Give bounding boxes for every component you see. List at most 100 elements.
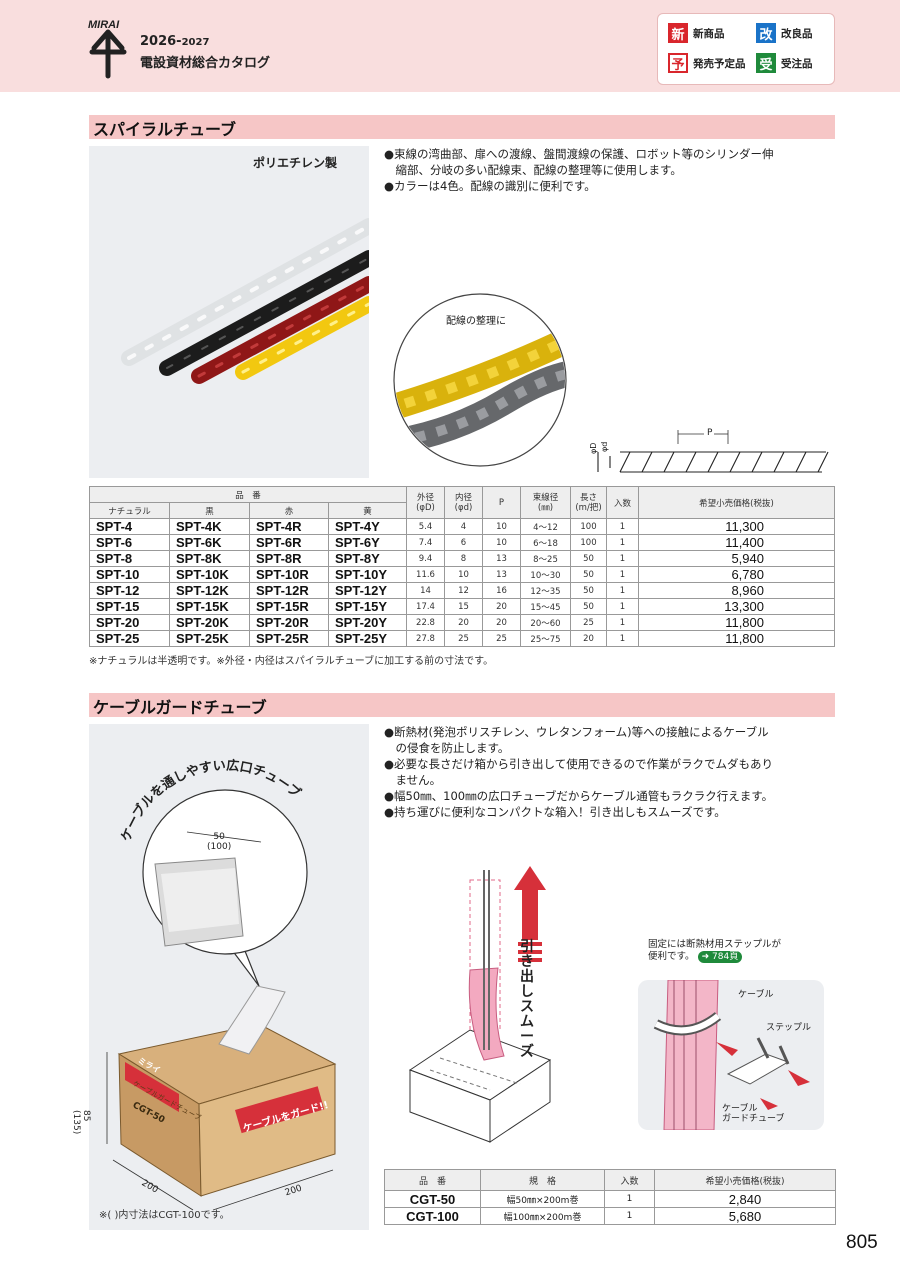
table-cell: SPT-15Y	[328, 598, 407, 615]
table-cell: 11,400	[638, 534, 835, 551]
table-cell: SPT-6	[89, 534, 170, 551]
callout-tube: ケーブル ガードチューブ	[722, 1104, 784, 1124]
table-cell: CGT-100	[384, 1207, 481, 1225]
col-header: 希望小売価格(税抜)	[654, 1169, 836, 1191]
table-cell: SPT-15K	[169, 598, 250, 615]
table-cell: SPT-6Y	[328, 534, 407, 551]
table-cell: 8〜25	[520, 550, 571, 567]
table-cell: 4	[444, 518, 483, 535]
spiral-features: ●束線の湾曲部、扉への渡線、盤間渡線の保護、ロボット等のシリンダー伸 縮部、分岐…	[384, 146, 836, 194]
col-header: 品 番	[384, 1169, 481, 1191]
table-cell: 20	[482, 598, 521, 615]
table-cell: 20〜60	[520, 614, 571, 631]
table-cell: 22.8	[406, 614, 445, 631]
section-title: ケーブルガードチューブ	[93, 698, 267, 717]
col-header: 内径 (φd)	[444, 486, 483, 519]
table-cell: 5,680	[654, 1207, 836, 1225]
col-header: 外径 (φD)	[406, 486, 445, 519]
new-badge-icon: 新	[668, 23, 688, 43]
catalog-title: 電設資材総合カタログ	[140, 56, 271, 71]
feature-line: ●断熱材(発泡ポリスチレン、ウレタンフォーム)等への接触によるケーブル	[384, 725, 769, 739]
table-cell: 1	[606, 630, 639, 647]
table-cell: CGT-50	[384, 1190, 481, 1208]
col-header: 黒	[169, 502, 250, 519]
table-cell: 1	[606, 518, 639, 535]
table-cell: 1	[604, 1207, 655, 1225]
photo-note: ※( )内寸法はCGT-100です。	[99, 1210, 230, 1221]
table-cell: 25	[482, 630, 521, 647]
table-cell: 50	[570, 566, 607, 583]
inner-diameter-label: φd	[600, 441, 609, 452]
table-cell: 20	[570, 630, 607, 647]
feature-line: ●必要な長さだけ箱から引き出して使用できるので作業がラクでムダもあり	[384, 757, 773, 771]
table-cell: 5.4	[406, 518, 445, 535]
table-cell: SPT-8R	[249, 550, 329, 567]
wiring-inset-circle	[393, 293, 567, 467]
table-cell: 11,800	[638, 614, 835, 631]
table-cell: 12〜35	[520, 582, 571, 599]
outer-diameter-label: φD	[589, 442, 598, 454]
table-cell: 幅100㎜×200m巻	[480, 1207, 605, 1225]
table-cell: 11,800	[638, 630, 835, 647]
material-label: ポリエチレン製	[253, 156, 338, 170]
table-cell: 25	[444, 630, 483, 647]
table-cell: SPT-20Y	[328, 614, 407, 631]
cable-guard-spec-table: 品 番 規 格 入数 希望小売価格(税抜) CGT-50 幅50㎜×200m巻 …	[384, 1169, 836, 1225]
table-cell: 4〜12	[520, 518, 571, 535]
legend-label: 新商品	[693, 27, 725, 40]
table-cell: 10	[482, 534, 521, 551]
col-header: 希望小売価格(税抜)	[638, 486, 835, 519]
table-cell: SPT-12K	[169, 582, 250, 599]
table-cell: 1	[606, 614, 639, 631]
table-cell: 15〜45	[520, 598, 571, 615]
spiral-product-photo: ポリエチレン製	[89, 146, 369, 478]
svg-text:MIRAI: MIRAI	[88, 19, 120, 31]
table-cell: 16	[482, 582, 521, 599]
pitch-label: P	[707, 428, 713, 438]
arrow-right-icon: ➜	[701, 952, 710, 962]
table-row: CGT-50 幅50㎜×200m巻 1 2,840	[384, 1190, 836, 1208]
table-cell: 5,940	[638, 550, 835, 567]
table-cell: 8,960	[638, 582, 835, 599]
cable-guard-section-header: ケーブルガードチューブ	[89, 693, 835, 717]
width-label: 50	[213, 832, 225, 842]
col-header: P	[482, 486, 521, 519]
col-header: 長さ (m/把)	[570, 486, 607, 519]
table-cell: 6,780	[638, 566, 835, 583]
page-ref-badge[interactable]: ➜ 784頁	[697, 951, 743, 963]
box-height-label: 85 (135)	[71, 1110, 91, 1134]
col-header: 赤	[249, 502, 329, 519]
table-cell: 100	[570, 518, 607, 535]
table-cell: 17.4	[406, 598, 445, 615]
table-cell: SPT-4R	[249, 518, 329, 535]
legend-label: 改良品	[781, 27, 813, 40]
mirai-logo: MIRAI	[88, 19, 127, 79]
table-cell: SPT-4	[89, 518, 170, 535]
group-header: 品 番	[89, 486, 407, 503]
legend-label: 受注品	[781, 57, 813, 70]
table-cell: 50	[570, 550, 607, 567]
col-header: 黄	[328, 502, 407, 519]
table-cell: SPT-10	[89, 566, 170, 583]
legend-upcoming: 予 発売予定品	[668, 53, 746, 73]
table-cell: 100	[570, 534, 607, 551]
table-cell: SPT-12	[89, 582, 170, 599]
table-cell: 幅50㎜×200m巻	[480, 1190, 605, 1208]
table-cell: 10	[482, 518, 521, 535]
table-cell: 25	[570, 614, 607, 631]
table-cell: 13	[482, 550, 521, 567]
staple-note: 固定には断熱材用ステップルが 便利です。 ➜ 784頁	[648, 939, 781, 963]
feature-line: 縮部、分岐の多い配線束、配線の整理等に使用します。	[384, 163, 682, 177]
spiral-spec-table: 品 番 外径 (φD) 内径 (φd) P 束線径 (㎜) 長さ (m/把) 入…	[89, 486, 835, 647]
col-header: 入数	[606, 486, 639, 519]
table-cell: 2,840	[654, 1190, 836, 1208]
spiral-note: ※ナチュラルは半透明です。※外径・内径はスパイラルチューブに加工する前の寸法です…	[89, 656, 494, 667]
legend-new: 新 新商品	[668, 23, 725, 43]
feature-line: ●カラーは4色。配線の識別に便利です。	[384, 179, 596, 193]
col-header: 規 格	[480, 1169, 605, 1191]
table-cell: 15	[444, 598, 483, 615]
